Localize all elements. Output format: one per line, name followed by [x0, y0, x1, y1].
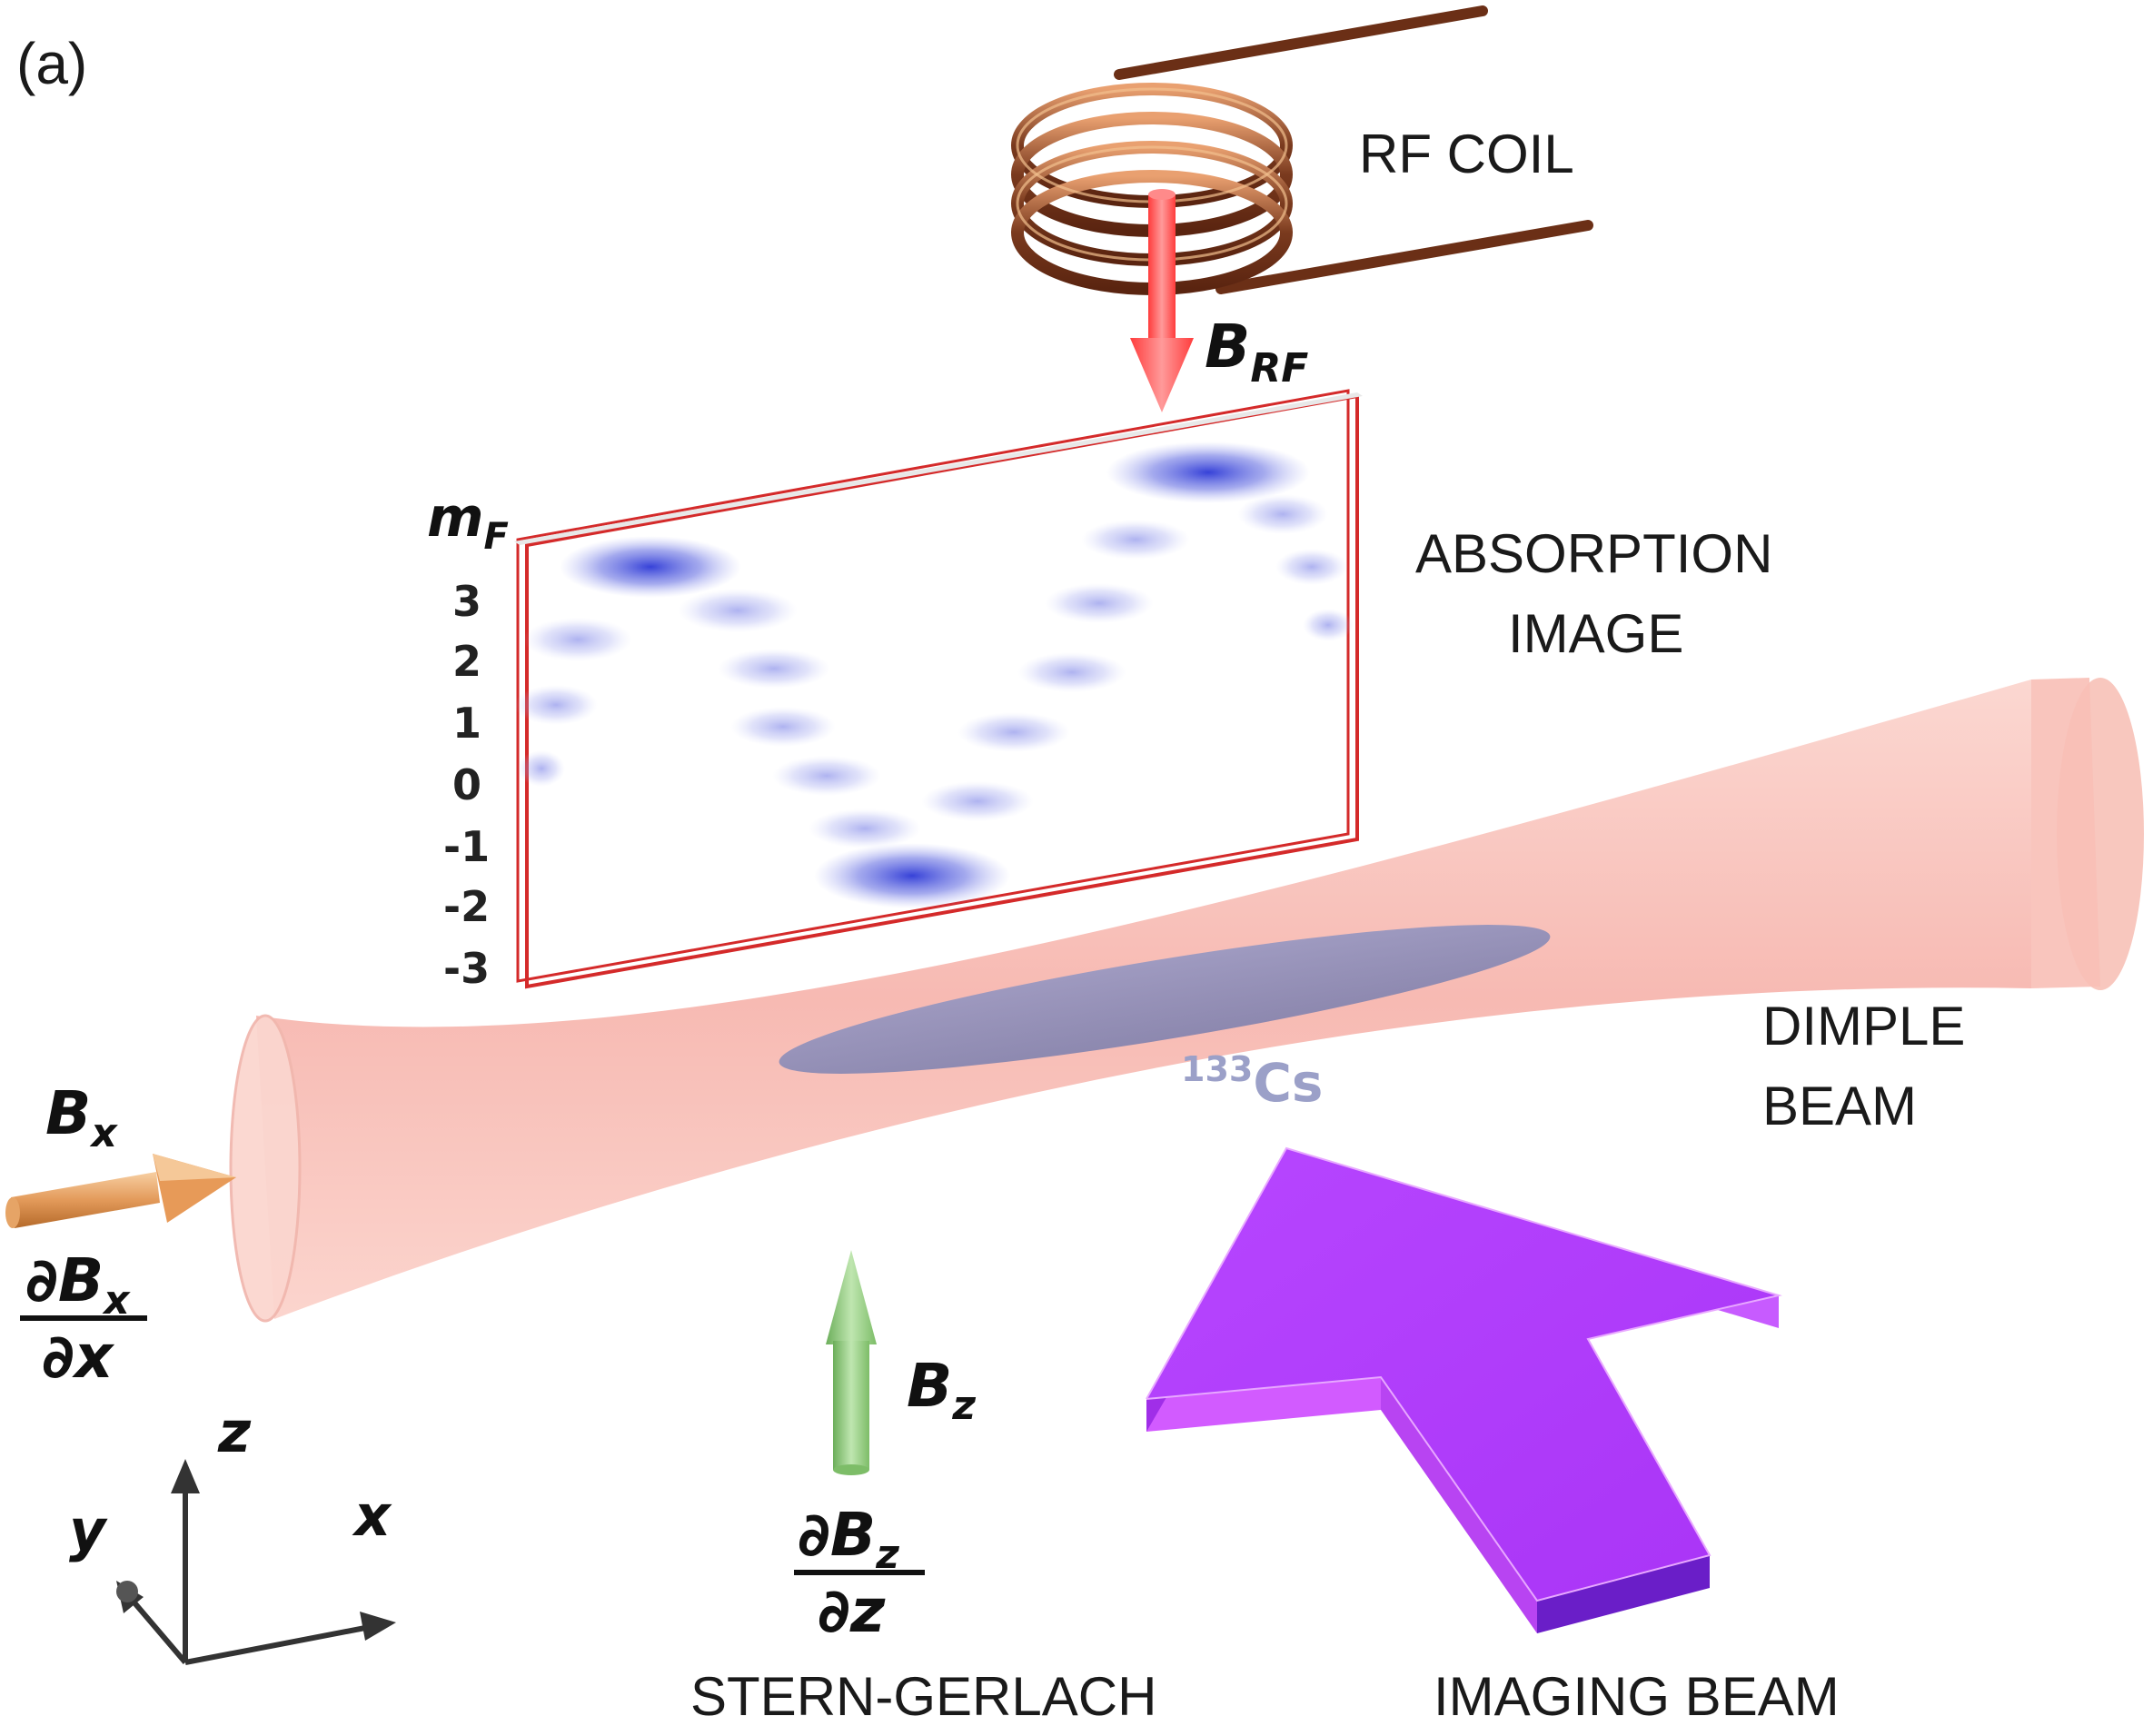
mf-tick: 1: [452, 699, 481, 748]
image-blob: [518, 750, 565, 787]
image-blob: [1081, 520, 1190, 560]
absorption-label-line1: ABSORPTION: [1415, 523, 1772, 584]
b-z-symbol: Bz: [907, 1351, 976, 1429]
image-blob: [1045, 583, 1154, 623]
image-blob: [523, 618, 632, 661]
mf-tick: 2: [452, 637, 481, 686]
image-blob: [718, 649, 830, 689]
mf-tick: -3: [443, 944, 490, 993]
grad-z-fraction-bar: [794, 1570, 925, 1575]
image-blob: [1237, 494, 1328, 534]
grad-x-fraction-bar: [20, 1315, 147, 1321]
image-blob: [560, 536, 741, 598]
image-blob: [730, 707, 836, 747]
mf-tick: -1: [443, 822, 490, 871]
dimple-beam-label-line1: DIMPLE: [1762, 996, 1965, 1056]
cs-label: 133Cs: [1181, 1049, 1323, 1114]
image-blob: [678, 589, 798, 632]
b-z-field-arrow: [826, 1250, 877, 1475]
cs-atom-cloud: [779, 925, 1551, 1074]
grad-z-denominator: ∂z: [818, 1576, 886, 1646]
image-blob: [772, 756, 881, 796]
mf-axis-label: mF: [427, 486, 509, 558]
image-blob: [514, 685, 598, 725]
image-blob: [809, 808, 921, 848]
mf-tick: 3: [452, 577, 481, 626]
b-x-symbol: Bx: [45, 1078, 118, 1156]
grad-x-denominator: ∂x: [42, 1322, 115, 1392]
b-rf-symbol: BRF: [1205, 312, 1308, 392]
axis-z-label: z: [217, 1399, 252, 1465]
image-blob: [921, 781, 1034, 821]
absorption-image: [514, 389, 1363, 990]
mf-tick: 0: [452, 760, 481, 809]
image-blob: [1275, 549, 1348, 585]
coordinate-axes: [116, 1459, 396, 1665]
grad-x-numerator: ∂Bx: [25, 1245, 131, 1324]
image-blob: [814, 843, 1010, 908]
axis-y-label: y: [69, 1497, 108, 1563]
grad-z-numerator: ∂Bz: [798, 1500, 899, 1578]
image-blob: [1303, 609, 1354, 641]
rf-coil-label: RF COIL: [1359, 124, 1574, 184]
rf-field-arrow: [1130, 189, 1194, 412]
imaging-beam-label: IMAGING BEAM: [1434, 1666, 1840, 1727]
axis-x-label: x: [352, 1483, 392, 1549]
image-blob: [957, 712, 1070, 752]
mf-ticks: 3 2 1 0 -1 -2 -3: [443, 577, 490, 993]
absorption-label-line2: IMAGE: [1508, 603, 1683, 664]
dimple-beam-label-line2: BEAM: [1762, 1076, 1917, 1136]
b-x-field-arrow: [5, 1154, 236, 1228]
panel-label: (a): [16, 31, 87, 96]
image-blob: [1106, 441, 1310, 503]
stern-gerlach-label: STERN-GERLACH: [690, 1666, 1156, 1727]
imaging-beam-arrow: [1146, 1146, 1782, 1633]
image-blob: [1017, 652, 1126, 692]
mf-tick: -2: [443, 882, 490, 931]
